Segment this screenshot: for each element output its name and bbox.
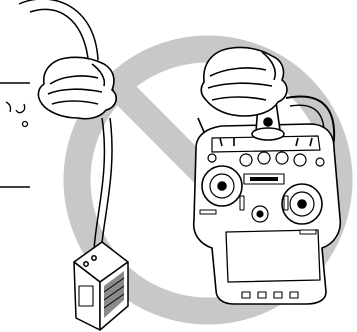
sensor-module-icon xyxy=(74,242,128,330)
inset-frame-lines xyxy=(0,83,30,187)
left-stick-icon xyxy=(202,166,242,206)
curl-mark-icon xyxy=(6,102,28,127)
rc-transmitter-icon xyxy=(194,97,341,304)
hand-icon xyxy=(201,47,287,116)
hand-icon xyxy=(38,57,116,118)
